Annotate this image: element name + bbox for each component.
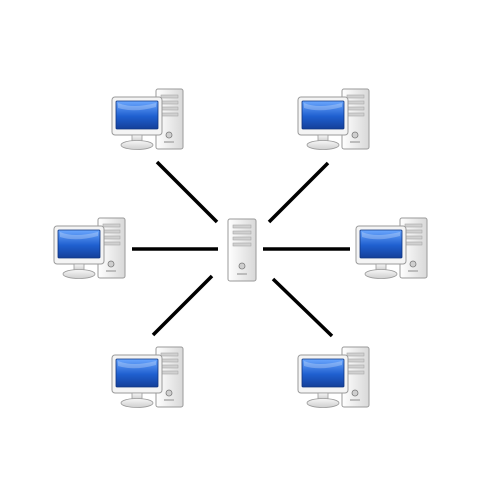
desktop-computer-icon: [53, 217, 126, 279]
desktop-computer-icon: [355, 217, 428, 279]
link-bottom-right: [271, 277, 334, 338]
server-tower-icon: [227, 218, 257, 282]
link-top-right: [267, 161, 330, 224]
connector-lines: [132, 160, 350, 338]
desktop-computer-icon: [297, 88, 370, 150]
desktop-computer-icon: [111, 88, 184, 150]
link-top-left: [155, 160, 219, 224]
link-bottom-left: [151, 274, 214, 337]
desktop-computer-icon: [111, 346, 184, 408]
desktop-computer-icon: [297, 346, 370, 408]
